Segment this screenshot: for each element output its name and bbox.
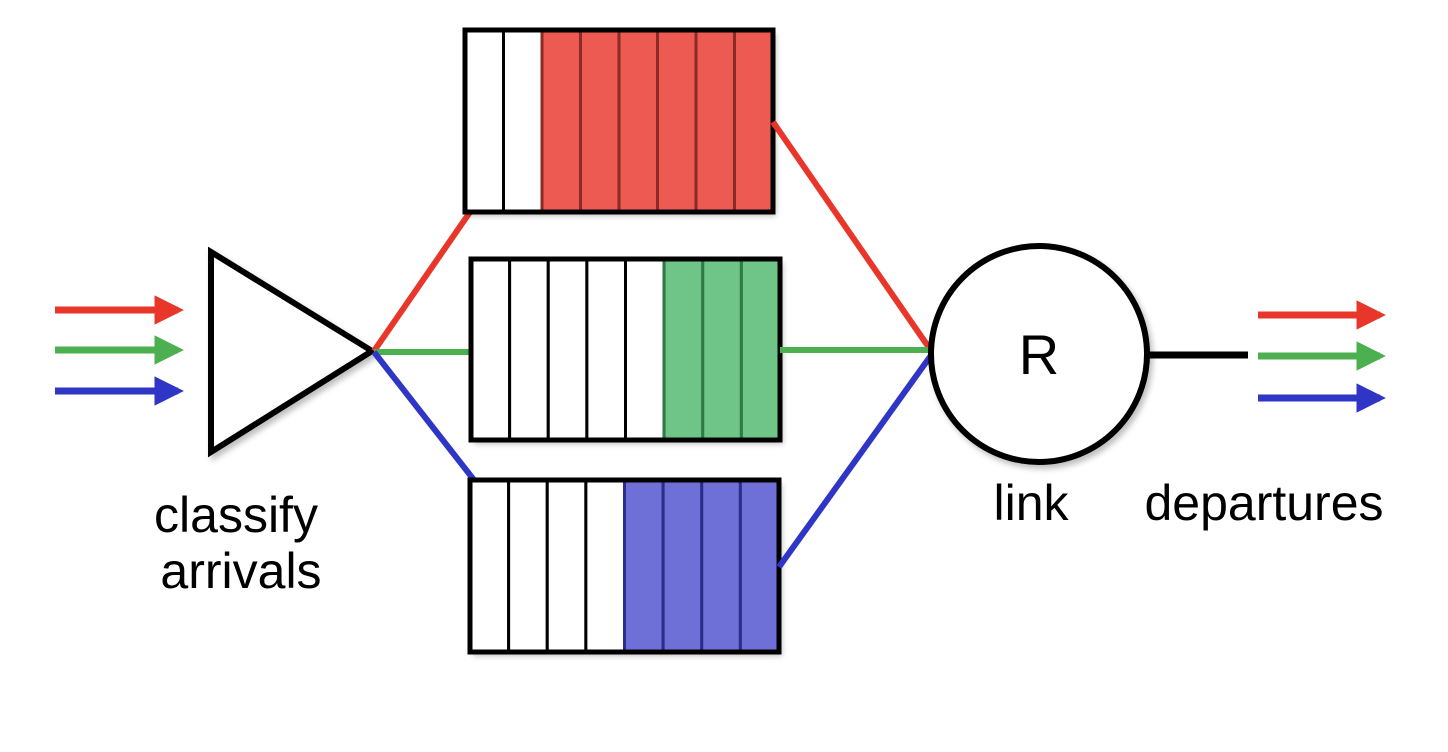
classify-label-line1: classify (154, 487, 318, 543)
queue-red-packet-slot (617, 28, 659, 214)
queue-red-packet-slot (733, 28, 775, 214)
queue-red-packet-slot (579, 28, 621, 214)
queue-green-packet-slot (701, 257, 743, 442)
queue-outputs (770, 120, 935, 569)
departures-label: departures (1144, 475, 1383, 531)
classify-label-line2: arrivals (160, 543, 321, 599)
queue-red-packet-slot (656, 28, 698, 214)
queue-blue-packet-slot (700, 478, 742, 654)
queue-green-empty-slot (585, 257, 627, 442)
departure-arrows (1258, 300, 1386, 413)
queue-blue-empty-slot (468, 478, 511, 654)
queue-green (468, 256, 783, 443)
queue-blue-empty-slot (584, 478, 626, 654)
queue-red-packet-slot (540, 28, 582, 214)
queue-red-empty-slot (502, 28, 544, 214)
queue-red (462, 27, 776, 215)
blue-queue-to-server-line (776, 352, 935, 569)
red-queue-to-server-line (770, 120, 935, 354)
queue-blue-empty-slot (545, 478, 588, 654)
link-label: link (993, 475, 1069, 531)
queue-blue-empty-slot (507, 478, 549, 654)
queue-red-empty-slot (463, 28, 505, 214)
queue-green-packet-slot (662, 257, 705, 442)
server-label: R (1019, 323, 1059, 386)
queue-green-empty-slot (469, 257, 512, 442)
queue-red-border (462, 27, 776, 215)
queue-green-packet-slot (739, 257, 782, 442)
arrivals-arrows (55, 295, 184, 406)
queue-blue-packet-slot (661, 478, 704, 654)
queue-green-empty-slot (508, 257, 550, 442)
queues (462, 27, 783, 655)
queue-green-empty-slot (546, 257, 589, 442)
queue-green-empty-slot (624, 257, 666, 442)
queue-blue-packet-slot (623, 478, 665, 654)
queue-blue-packet-slot (738, 478, 781, 654)
classifier-triangle (208, 246, 378, 458)
link-server-circle (928, 243, 1150, 465)
queue-red-packet-slot (694, 28, 736, 214)
queue-blue (467, 477, 782, 655)
